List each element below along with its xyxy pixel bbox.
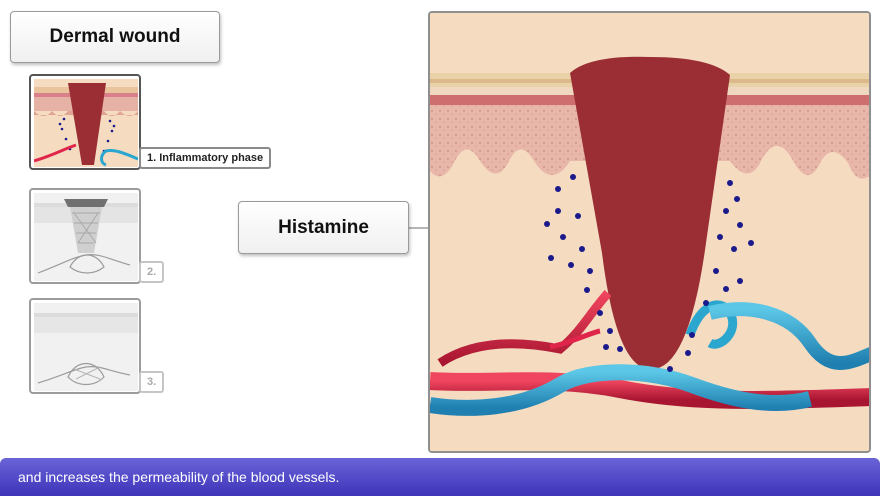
step-label-1-text: 1. Inflammatory phase — [147, 152, 264, 164]
thumbnail-2-image — [34, 193, 138, 281]
wound-illustration — [428, 11, 871, 453]
page-title-text: Dermal wound — [49, 26, 181, 47]
thumbnail-3-image — [34, 303, 138, 391]
step-thumbnail-3[interactable]: 3. — [29, 298, 165, 394]
caption-text: and increases the permeability of the bl… — [18, 469, 340, 485]
step-thumbnail-1[interactable]: 1. Inflammatory phase — [29, 74, 272, 170]
step-label-3-text: 3. — [147, 376, 157, 388]
histamine-callout-text: Histamine — [278, 216, 369, 238]
page-title: Dermal wound — [10, 11, 220, 63]
step-label-1[interactable]: 1. Inflammatory phase — [139, 147, 272, 169]
histamine-callout: Histamine — [238, 201, 409, 254]
histamine-dots — [544, 174, 754, 372]
step-label-3[interactable]: 3. — [139, 371, 165, 393]
wound-cross-section — [430, 13, 869, 451]
step-label-2[interactable]: 2. — [139, 261, 165, 283]
step-label-2-text: 2. — [147, 266, 157, 278]
caption-bar: and increases the permeability of the bl… — [0, 458, 880, 496]
thumbnail-1-image — [34, 79, 138, 167]
step-thumbnail-2[interactable]: 2. — [29, 188, 165, 284]
